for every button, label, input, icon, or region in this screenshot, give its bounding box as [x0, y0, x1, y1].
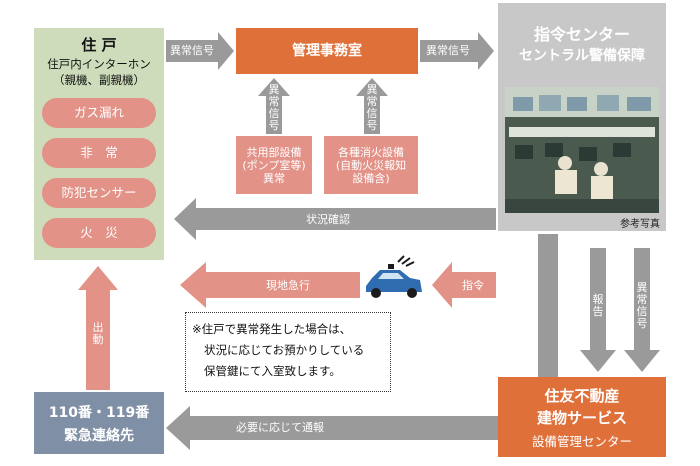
- arrow-common-to-office: [258, 78, 290, 134]
- label-command: 指令: [462, 279, 484, 292]
- item-fire: 火 災: [42, 218, 156, 248]
- sumitomo-line1: 住友不動産: [544, 387, 620, 405]
- arrow-command-dispatch: [432, 262, 496, 308]
- label-status-check: 状況確認: [306, 213, 350, 226]
- arrow-abnormal-to-sumitomo: [624, 248, 660, 372]
- patrol-car-icon: [366, 255, 422, 298]
- arrow-office-to-command: [420, 32, 494, 70]
- item-emergency: 非 常: [42, 138, 156, 168]
- photo-caption: 参考写真: [620, 219, 660, 230]
- arrow-emergency-dispatch: [78, 266, 118, 390]
- note-line3: 保管鍵にて入室致します。: [204, 364, 341, 378]
- arrow-status-check: [174, 198, 496, 240]
- label-abnormal-signal-v3: 異常信号: [636, 281, 648, 330]
- item-gas-leak: ガス漏れ: [42, 98, 156, 128]
- label-abnormal-signal-v1: 異常信号: [268, 83, 280, 132]
- sumitomo-line3: 設備管理センター: [531, 434, 632, 449]
- common-equipment-line1: 共用部設備: [246, 146, 302, 159]
- item-security-sensor: 防犯センサー: [42, 178, 156, 208]
- command-center-photo: [505, 87, 659, 213]
- arrow-report: [580, 248, 616, 372]
- note-line1: ※住戸で異常発生した場合は、: [192, 322, 352, 336]
- label-report: 報告: [592, 293, 604, 318]
- label-abnormal-signal-1: 異常信号: [170, 44, 214, 57]
- label-rush-to-site: 現地急行: [266, 279, 310, 292]
- command-center-title: 指令センター: [533, 25, 630, 44]
- common-equipment-line3: 異常: [263, 172, 285, 185]
- residence-title: 住 戸: [81, 36, 117, 54]
- common-equipment-line2: (ポンプ室等): [242, 159, 306, 172]
- sumitomo-line2: 建物サービス: [536, 409, 627, 427]
- label-dispatch: 出動: [92, 321, 104, 346]
- label-notify-as-needed: 必要に応じて通報: [236, 421, 324, 434]
- fire-equipment-line3: 設備含): [352, 172, 390, 185]
- arrow-rush-to-site: [180, 262, 360, 308]
- control-room-illustration: [505, 87, 659, 213]
- command-center-panel: 指令センター セントラル警備保障 参考写真: [498, 3, 666, 231]
- arrow-fire-to-office: [356, 78, 388, 134]
- sumitomo-box: 住友不動産 建物サービス 設備管理センター: [498, 377, 666, 457]
- common-equipment-box: 共用部設備 (ポンプ室等) 異常: [236, 136, 312, 194]
- fire-equipment-line2: (自動火災報知: [335, 159, 407, 172]
- residence-subtitle-line2: （親機、副親機）: [53, 73, 145, 87]
- management-office-box: 管理事務室: [236, 28, 418, 74]
- emergency-line2: 緊急連絡先: [64, 428, 134, 444]
- emergency-contact-box: 110番・119番 緊急連絡先: [34, 392, 164, 454]
- note-box: ※住戸で異常発生した場合は、 状況に応じてお預かりしている 保管鍵にて入室致しま…: [185, 312, 391, 392]
- residence-panel: 住 戸 住戸内インターホン （親機、副親機） ガス漏れ 非 常 防犯センサー 火…: [34, 28, 164, 260]
- fire-equipment-line1: 各種消火設備: [338, 146, 404, 159]
- arrow-residence-to-office: [166, 32, 234, 70]
- emergency-line1: 110番・119番: [48, 405, 150, 421]
- note-line2: 状況に応じてお預かりしている: [204, 343, 365, 357]
- residence-subtitle-line1: 住戸内インターホン: [47, 57, 151, 71]
- label-abnormal-signal-2: 異常信号: [426, 44, 470, 57]
- command-center-subtitle: セントラル警備保障: [519, 48, 645, 64]
- label-abnormal-signal-v2: 異常信号: [366, 83, 378, 132]
- fire-equipment-box: 各種消火設備 (自動火災報知 設備含): [324, 136, 418, 194]
